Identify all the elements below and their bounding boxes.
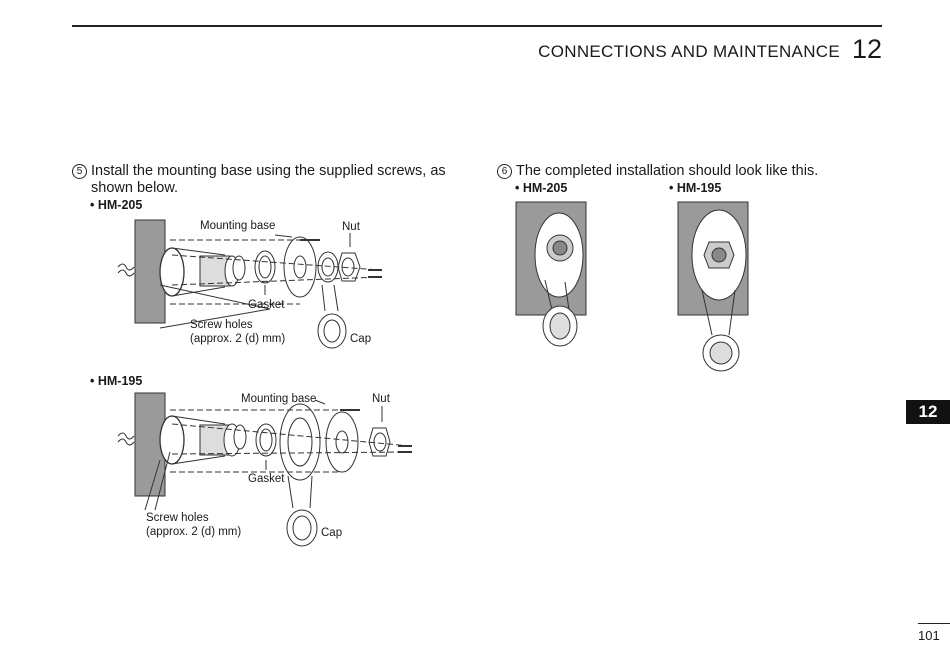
- step-5-text-line1: Install the mounting base using the supp…: [91, 163, 446, 179]
- label-screw-holes-size-hm195: (approx. 2 (d) mm): [146, 526, 242, 538]
- header-rule: [72, 25, 882, 27]
- hm195-completed-diagram: [677, 201, 749, 372]
- label-mounting-base-hm205: Mounting base: [200, 220, 276, 232]
- chapter-tab: 12: [906, 400, 950, 424]
- step-6-text: The completed installation should look l…: [516, 163, 819, 179]
- label-gasket-hm195: Gasket: [248, 473, 285, 485]
- step-5-number: 5: [72, 164, 87, 179]
- step-6-number: 6: [497, 164, 512, 179]
- label-gasket-hm205: Gasket: [248, 299, 285, 311]
- hm205-exploded-diagram: [117, 219, 382, 349]
- label-screw-holes-hm205: Screw holes: [190, 319, 253, 331]
- model-label-hm195-completed: • HM-195: [669, 181, 722, 195]
- step-6-instruction: 6 The completed installation should look …: [497, 163, 877, 180]
- page-title: CONNECTIONS AND MAINTENANCE: [538, 42, 840, 61]
- step-5-instruction: 5 Install the mounting base using the sup…: [72, 163, 462, 197]
- hm195-exploded-diagram: [117, 392, 412, 547]
- label-screw-holes-size-hm205: (approx. 2 (d) mm): [190, 333, 286, 345]
- label-cap-hm195: Cap: [321, 527, 343, 539]
- label-nut-hm205: Nut: [342, 221, 360, 233]
- label-mounting-base-hm195: Mounting base: [241, 393, 317, 405]
- footer-rule: [918, 623, 950, 624]
- hm205-completed-diagram: [515, 201, 587, 347]
- chapter-number: 12: [851, 34, 882, 64]
- label-nut-hm195: Nut: [372, 393, 390, 405]
- model-label-hm195: • HM-195: [90, 374, 143, 388]
- label-screw-holes-hm195: Screw holes: [146, 512, 209, 524]
- step-5-text-line2: shown below.: [91, 180, 179, 196]
- model-label-hm205: • HM-205: [90, 198, 143, 212]
- page-number: 101: [918, 628, 940, 643]
- model-label-hm205-completed: • HM-205: [515, 181, 568, 195]
- label-cap-hm205: Cap: [350, 333, 372, 345]
